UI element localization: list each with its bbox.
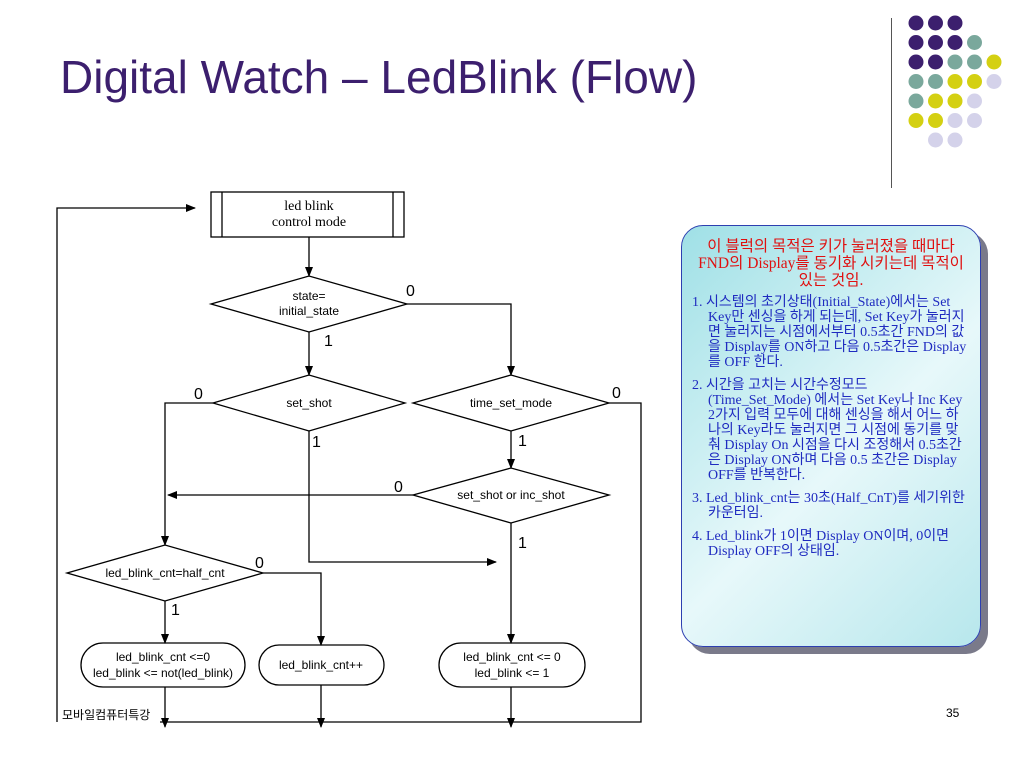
decorative-dot: [967, 54, 982, 70]
arrow-setshot-yes: [308, 431, 497, 566]
decision-set-or-inc: [410, 467, 612, 524]
decorative-dot: [947, 15, 963, 31]
decorative-dot: [947, 54, 963, 70]
decision-tsm-label: time_set_mode: [470, 396, 552, 410]
action-increment-label: led_blink_cnt++: [279, 658, 363, 672]
branch-state-yes: 1: [324, 333, 333, 350]
decorative-dot: [967, 74, 982, 89]
action-reset-on-line2: led_blink <= 1: [475, 666, 550, 680]
loop-back-right: [160, 402, 642, 723]
branch-tsm-no: 0: [612, 385, 621, 402]
decorative-dot: [928, 35, 943, 50]
arrow-setshot-no: [161, 402, 213, 546]
callout-item-3: 3. Led_blink_cnt는 30초(Half_CnT)를 세기위한 카운…: [692, 491, 965, 521]
callout-heading: 이 블럭의 목적은 키가 눌러졌을 때마다 FND의 Display를 동기화 …: [698, 238, 964, 289]
branch-tsm-yes: 1: [518, 433, 527, 450]
decision-set-shot: [210, 374, 408, 432]
decorative-dot: [908, 35, 924, 50]
footer-course-name: 모바일컴퓨터특강: [62, 708, 151, 722]
callout-item-2: 2. 시간을 고치는 시간수정모드(Time_Set_Mode) 에서는 Set…: [692, 378, 963, 483]
arrow-half-no: [263, 572, 325, 646]
loop-back-left: [56, 204, 196, 722]
decision-set-shot-label: set_shot: [286, 396, 332, 410]
decorative-dot: [928, 93, 943, 109]
decorative-dot: [967, 35, 982, 50]
branch-setinc-yes: 1: [518, 535, 527, 552]
start-box: [210, 191, 405, 238]
action-reset-on-line1: led_blink_cnt <= 0: [463, 650, 561, 664]
title-divider: [891, 18, 892, 188]
decorative-dot: [947, 74, 963, 89]
callout-item-1: 1. 시스템의 초기상태(Initial_State)에서는 Set Key만 …: [692, 295, 967, 370]
decorative-dot: [947, 132, 963, 148]
decorative-dot: [928, 74, 943, 89]
start-box-line1: led blink: [284, 199, 333, 214]
decorative-dot: [986, 54, 1002, 70]
decorative-dot: [967, 93, 982, 109]
action-reset-toggle-line2: led_blink <= not(led_blink): [93, 666, 233, 680]
decorative-dot: [928, 54, 943, 70]
decision-half-label: led_blink_cnt=half_cnt: [105, 566, 225, 580]
arrow-state-to-tsm: [407, 303, 515, 376]
page-number: 35: [946, 706, 960, 720]
decorative-dot: [928, 113, 943, 128]
decorative-dot: [908, 113, 924, 128]
decorative-dot: [947, 93, 963, 109]
decorative-dot: [908, 93, 924, 109]
decision-set-inc-label: set_shot or inc_shot: [457, 488, 565, 502]
decision-state-line2: initial_state: [279, 304, 339, 318]
decorative-dot: [986, 74, 1002, 89]
branch-setinc-no: 0: [394, 479, 403, 496]
decorative-dot-grid: [908, 15, 1002, 148]
decorative-dot: [947, 35, 963, 50]
decorative-dot: [908, 54, 924, 70]
explanation-callout: 이 블럭의 목적은 키가 눌러졌을 때마다 FND의 Display를 동기화 …: [681, 225, 981, 647]
decision-state-line1: state=: [292, 289, 325, 303]
decorative-dot: [928, 132, 943, 148]
decorative-dot: [928, 15, 943, 31]
branch-setshot-yes: 1: [312, 434, 321, 451]
branch-state-no: 0: [406, 283, 415, 300]
decorative-dot: [967, 113, 982, 128]
decorative-dot: [908, 15, 924, 31]
branch-half-no: 0: [255, 555, 264, 572]
branch-half-yes: 1: [171, 602, 180, 619]
start-box-line2: control mode: [272, 215, 346, 230]
callout-item-4: 4. Led_blink가 1이면 Display ON이며, 0이면 Disp…: [692, 529, 949, 559]
action-reset-toggle-line1: led_blink_cnt <=0: [116, 650, 210, 664]
decorative-dot: [908, 74, 924, 89]
slide-title: Digital Watch – LedBlink (Flow): [60, 51, 698, 103]
branch-setshot-no: 0: [194, 386, 203, 403]
decorative-dot: [947, 113, 963, 128]
